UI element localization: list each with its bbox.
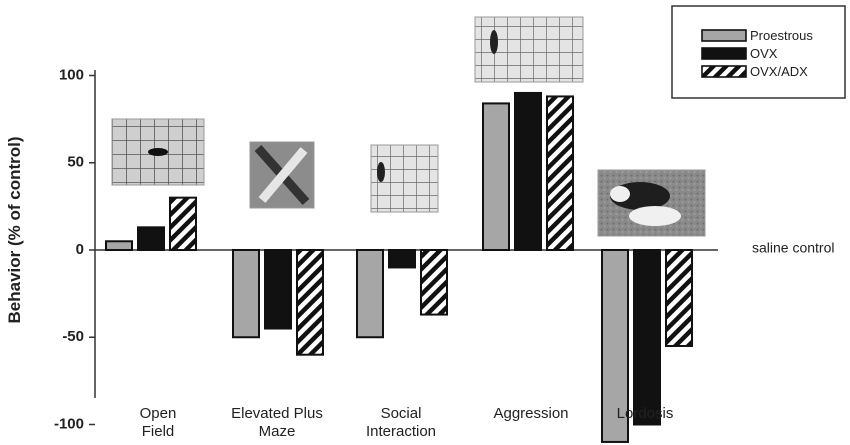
bar-ovx-2: [388, 249, 416, 269]
baseline-label: saline control: [752, 240, 835, 256]
y-tick-label: -100: [54, 415, 84, 432]
legend-swatch-ovx-adx: [701, 65, 747, 78]
plus-maze-photo: [249, 141, 315, 209]
open-field-arena-photo: [111, 118, 205, 186]
bar-ovx-adx-3: [546, 95, 574, 251]
bar-proestrous-4: [601, 249, 629, 443]
bar-proestrous-1: [232, 249, 260, 339]
bars-group: [105, 91, 693, 443]
bar-ovx-4: [633, 249, 661, 426]
bar-ovx-adx-2: [420, 249, 448, 316]
y-tick-label: 50: [67, 154, 84, 171]
bar-ovx-adx-4: [665, 249, 693, 347]
y-axis-label: Behavior (% of control): [5, 136, 24, 323]
aggression-arena-photo: [474, 16, 584, 83]
bar-proestrous-3: [482, 102, 510, 251]
category-label: Lordosis: [617, 405, 674, 422]
legend-label-ovx-adx: OVX/ADX: [750, 64, 808, 79]
lordosis-rats-photo: [597, 169, 706, 237]
legend-swatch-ovx: [701, 47, 747, 60]
legend: Proestrous OVX OVX/ADX: [671, 5, 846, 99]
bar-proestrous-2: [356, 249, 384, 339]
y-tick-label: 100: [59, 66, 84, 83]
bar-ovx-3: [514, 91, 542, 251]
y-tick-label: -50: [62, 328, 84, 345]
bar-proestrous-0: [105, 240, 133, 251]
legend-label-proestrous: Proestrous: [750, 28, 813, 43]
y-tick-label: 0: [76, 241, 84, 258]
legend-label-ovx: OVX: [750, 46, 778, 61]
bar-ovx-1: [264, 249, 292, 330]
category-label: Aggression: [493, 405, 568, 422]
social-arena-photo: [370, 144, 439, 213]
y-ticks: 100 50 0 -50 -100: [54, 66, 95, 432]
bar-ovx-adx-0: [169, 196, 197, 251]
bar-ovx-0: [137, 226, 165, 252]
legend-box: [671, 5, 846, 99]
legend-swatch-proestrous: [701, 29, 747, 42]
bar-ovx-adx-1: [296, 249, 324, 356]
